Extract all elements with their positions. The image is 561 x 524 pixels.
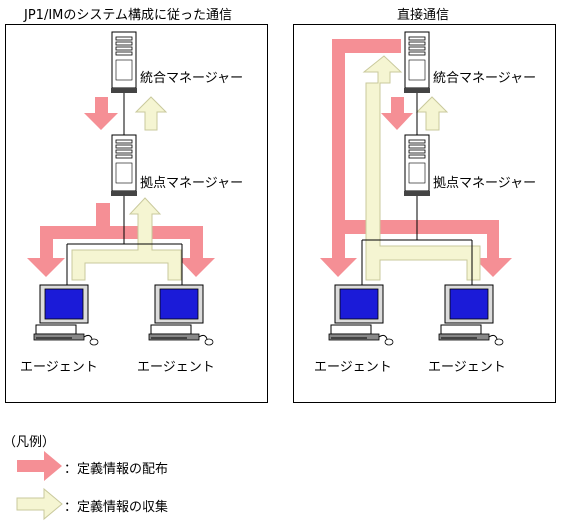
right-dist-arrow-bypass — [320, 39, 512, 277]
left-agent1-computer-icon — [33, 284, 99, 346]
left-base-manager-server-icon — [110, 134, 138, 197]
right-integrated-manager-label: 統合マネージャー — [433, 71, 537, 86]
left-panel — [5, 24, 268, 403]
legend-collection-arrow-icon — [16, 487, 63, 521]
left-base-manager-label: 拠点マネージャー — [140, 176, 244, 191]
left-panel-title: JP1/IMのシステム構成に従った通信 — [24, 8, 232, 23]
right-panel — [293, 24, 556, 403]
right-agent2-label: エージェント — [428, 360, 506, 375]
right-agent1-computer-icon — [328, 284, 394, 346]
right-panel-title: 直接通信 — [397, 8, 450, 23]
right-agent1-label: エージェント — [314, 360, 392, 375]
legend-distribution-label: ：定義情報の配布 — [64, 462, 169, 477]
right-integrated-manager-server-icon — [403, 31, 431, 94]
legend-distribution-arrow-icon — [17, 451, 62, 481]
right-dist-arrow-down — [381, 97, 413, 130]
left-collect-arrow-merge — [71, 197, 182, 281]
right-base-manager-label: 拠点マネージャー — [433, 176, 537, 191]
right-base-manager-server-icon — [403, 134, 431, 197]
right-agent2-computer-icon — [438, 284, 504, 346]
left-collect-arrow-up — [134, 96, 168, 131]
left-agent2-computer-icon — [148, 284, 214, 346]
right-collect-arrow-bypass — [362, 55, 481, 281]
left-agent2-label: エージェント — [137, 360, 215, 375]
legend-heading: （凡例） — [3, 435, 56, 450]
right-collect-arrow-up — [415, 96, 449, 131]
left-agent1-label: エージェント — [20, 360, 98, 375]
left-dist-arrow-fanout — [27, 203, 215, 277]
legend-collection-label: ：定義情報の収集 — [64, 500, 169, 515]
left-integrated-manager-server-icon — [110, 31, 138, 94]
left-integrated-manager-label: 統合マネージャー — [140, 71, 244, 86]
left-dist-arrow-down — [84, 97, 118, 130]
